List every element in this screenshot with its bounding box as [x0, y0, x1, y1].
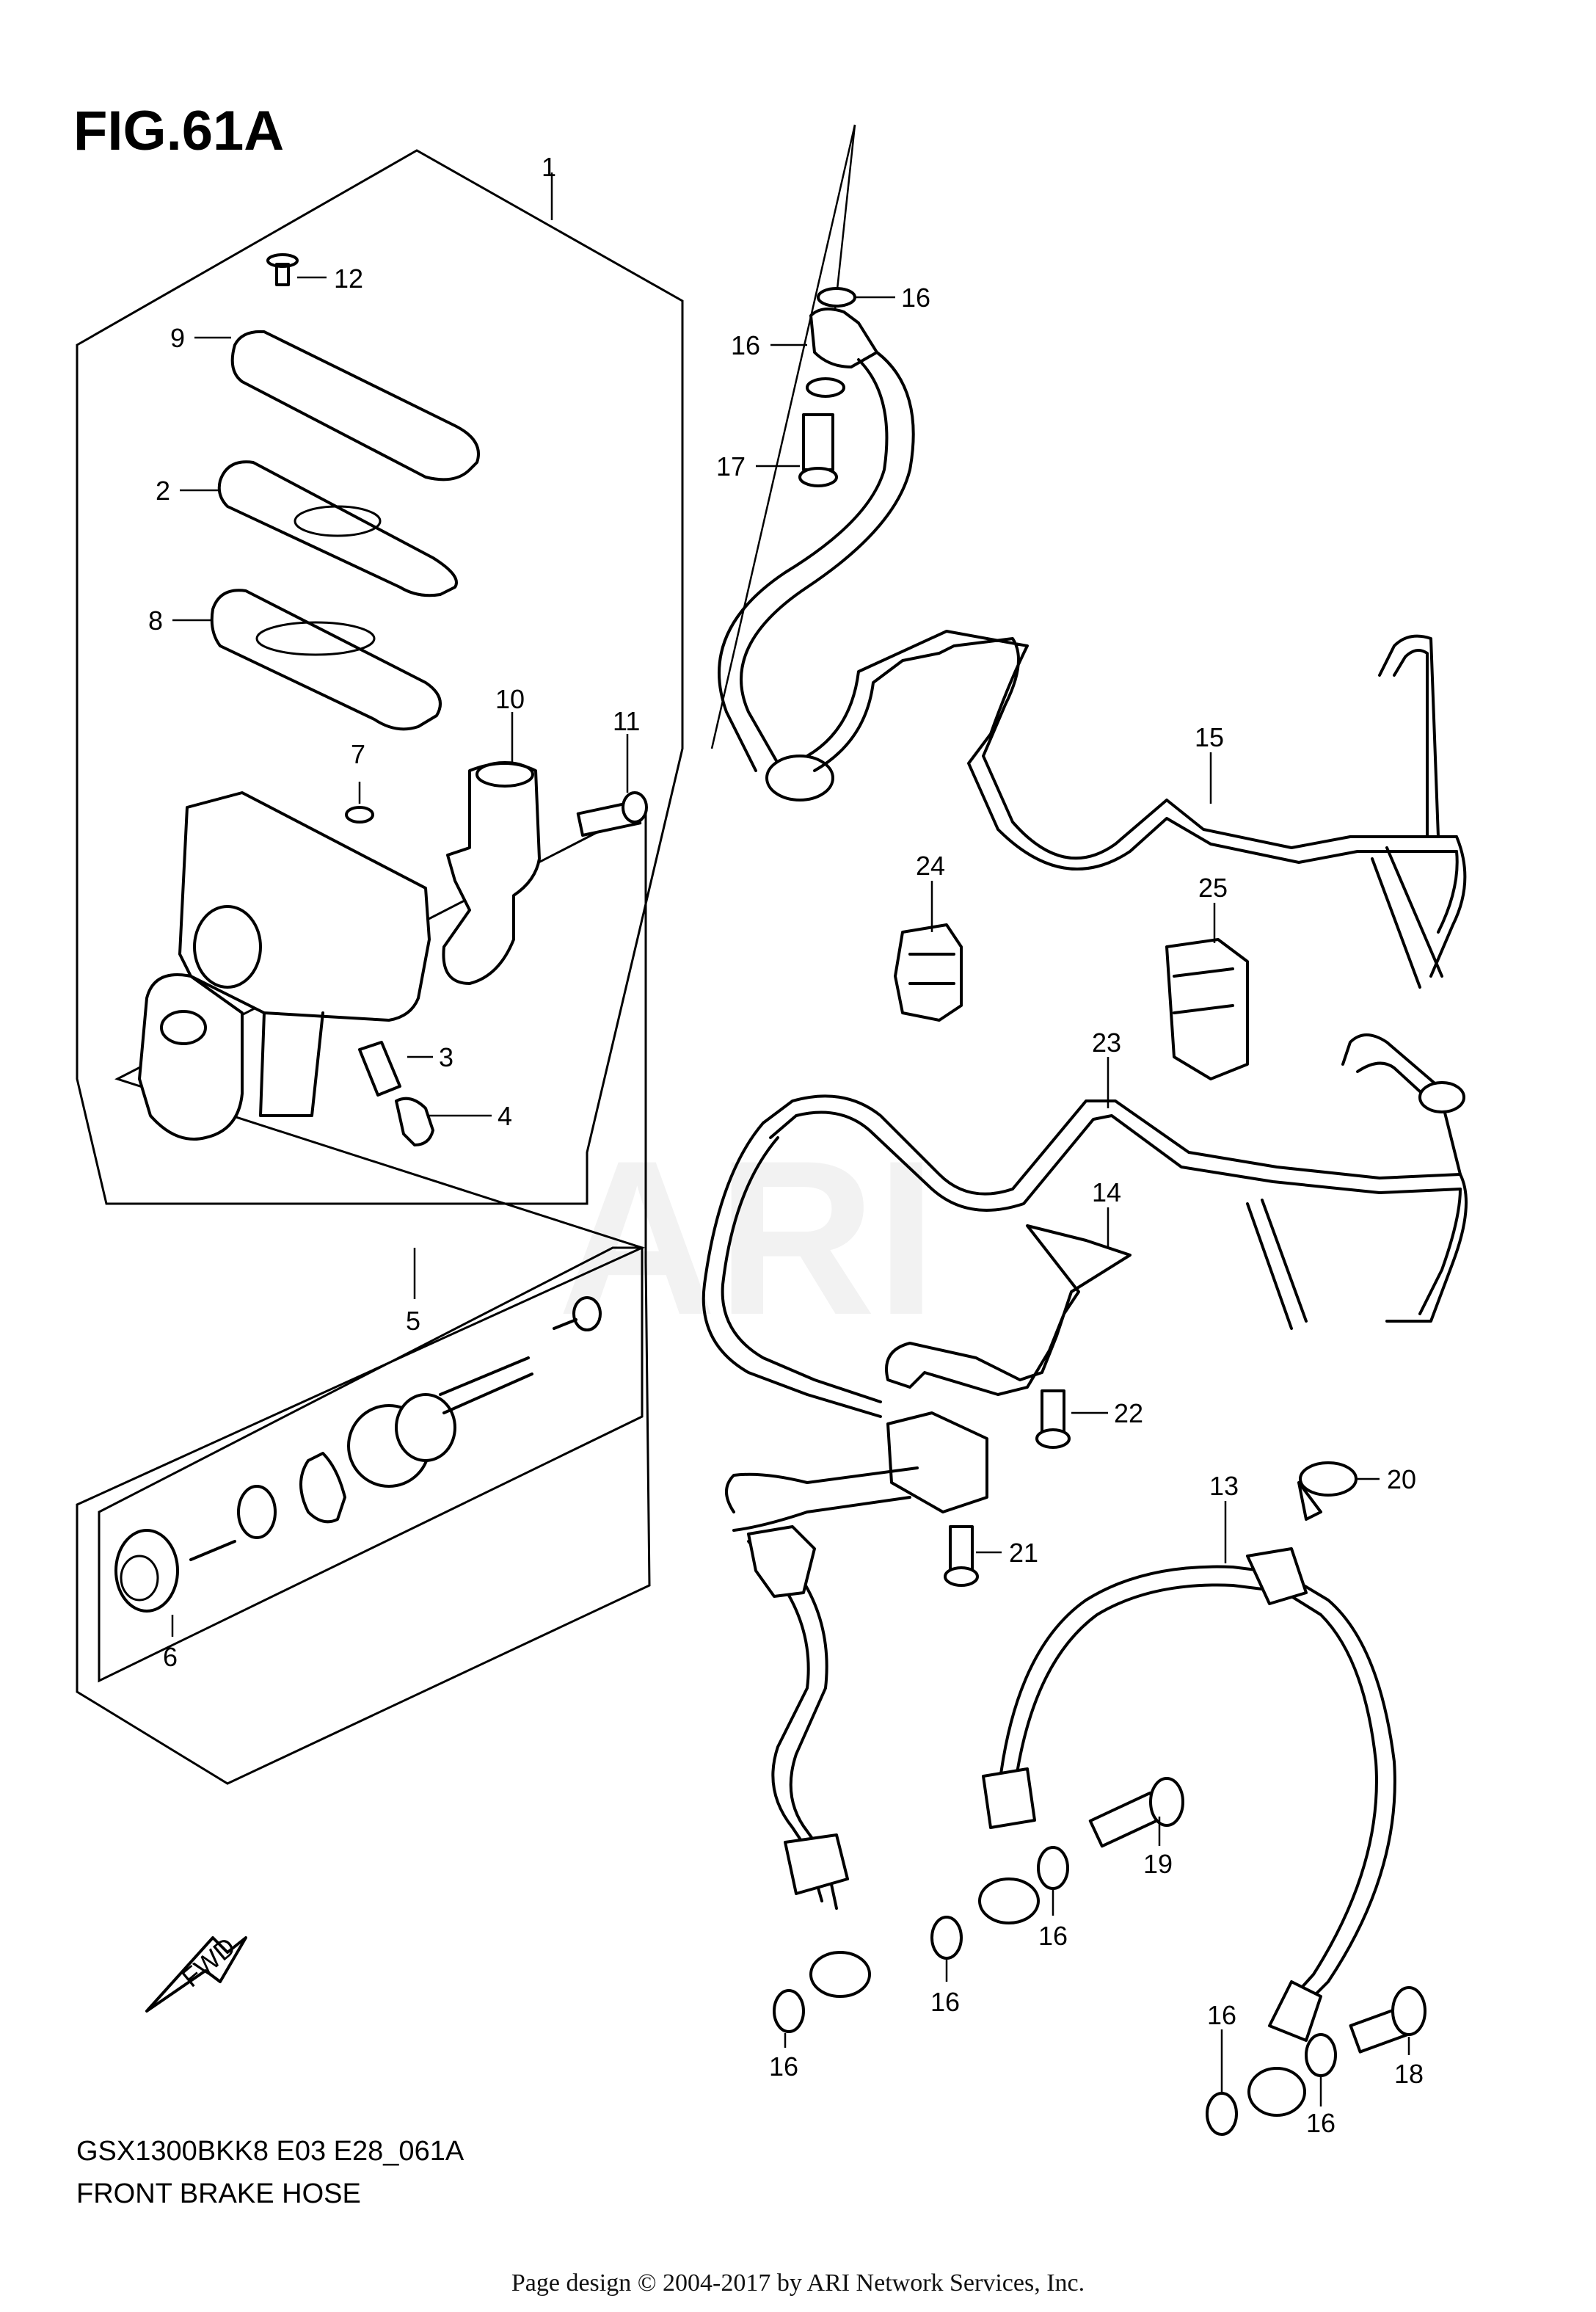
callout-16-b: 16	[731, 330, 760, 360]
master-cylinder-assembly-outline	[76, 149, 684, 1205]
union-bolt-part-18	[1349, 1986, 1426, 2054]
washer-part-16-g	[1305, 2033, 1337, 2077]
figure-title: FIG.61A	[73, 100, 285, 162]
inner-parts-outline	[76, 805, 651, 1785]
callout-24: 24	[916, 851, 945, 881]
union-bolt-part-17	[798, 413, 838, 487]
callout-16-g: 16	[1306, 2108, 1336, 2138]
banjo-fitting-upper-right	[978, 1877, 1040, 1924]
bleeder-cap-part-4	[395, 1097, 434, 1146]
leader-lines	[171, 172, 1410, 2106]
callout-16-c: 16	[1038, 1921, 1068, 1951]
callout-7: 7	[351, 739, 365, 769]
washer-part-16-f	[1206, 2092, 1238, 2136]
callout-16-e: 16	[769, 2051, 798, 2082]
clamp-part-24	[894, 923, 963, 1022]
washer-part-16-b	[806, 377, 845, 398]
washer-part-16-c	[773, 1989, 805, 2033]
callout-3: 3	[439, 1042, 453, 1072]
callout-12: 12	[334, 263, 363, 294]
diagram-description: FRONT BRAKE HOSE	[76, 2178, 361, 2209]
callout-1: 1	[542, 152, 556, 182]
washer-part-16-e	[1037, 1846, 1069, 1890]
callout-14: 14	[1092, 1177, 1121, 1207]
callout-4: 4	[498, 1101, 512, 1131]
float-part-7	[345, 806, 374, 824]
callout-23: 23	[1092, 1028, 1121, 1058]
callout-16-f: 16	[1207, 2000, 1236, 2030]
washer-part-16-d	[930, 1916, 963, 1960]
callout-2: 2	[156, 476, 170, 506]
callout-22: 22	[1114, 1398, 1143, 1428]
watermark: ARI	[558, 1114, 937, 1361]
master-cylinder-mount	[138, 973, 244, 1141]
callout-8: 8	[148, 606, 163, 636]
banjo-fitting-upper	[809, 308, 878, 368]
banjo-fitting-lower-right	[1247, 2067, 1306, 2117]
callout-10: 10	[495, 684, 525, 714]
brake-pipe-part-15	[806, 630, 1458, 870]
union-part-10	[442, 762, 541, 985]
screw-part-12	[266, 253, 299, 286]
brake-hose-upper	[718, 351, 915, 772]
banjo-fitting-lower-left	[809, 1951, 871, 1998]
copyright-notice: Page design © 2004-2017 by ARI Network S…	[511, 2269, 1085, 2297]
bolt-part-22	[1035, 1389, 1071, 1449]
union-bolt-part-19	[1088, 1777, 1184, 1848]
callout-11: 11	[613, 706, 640, 736]
reservoir-cover-part-9	[230, 330, 480, 481]
callout-16-a: 16	[901, 283, 930, 313]
callout-5: 5	[406, 1306, 420, 1336]
diaphragm-part-8	[210, 589, 442, 731]
callout-17: 17	[716, 451, 746, 481]
callout-6: 6	[163, 1642, 178, 1672]
fwd-arrow-icon: FWD	[145, 1931, 247, 2013]
piston-kit-outline	[98, 1246, 644, 1683]
master-cylinder-body	[178, 791, 431, 1022]
callout-18: 18	[1394, 2059, 1424, 2089]
bleeder-screw-part-3	[358, 1041, 401, 1097]
bolt-part-21	[944, 1525, 979, 1587]
joint-block	[886, 1411, 988, 1513]
model-code: GSX1300BKK8 E03 E28_061A	[76, 2136, 464, 2167]
washer-part-16-a	[817, 287, 856, 308]
brake-hose-part-13	[996, 1565, 1264, 1807]
brake-hose-lower-left	[725, 1466, 919, 1532]
clamp-part-25	[1165, 938, 1249, 1080]
diaphragm-plate-part-2	[217, 460, 458, 597]
bolt-part-11	[576, 791, 648, 837]
callout-13: 13	[1209, 1471, 1239, 1501]
callout-labels: 1 12 9 2 8 7 10 11 3 4 5 6 16 16 17 15 2…	[148, 152, 1424, 2138]
callout-21: 21	[1009, 1538, 1038, 1568]
bracket-part-14	[885, 1224, 1132, 1396]
callout-16-d: 16	[930, 1987, 960, 2017]
callout-19: 19	[1143, 1849, 1173, 1879]
callout-9: 9	[170, 323, 185, 353]
piston-kit-part-5	[114, 1296, 602, 1613]
clamp-part-20	[1297, 1461, 1358, 1521]
callout-20: 20	[1387, 1464, 1416, 1494]
callout-15: 15	[1195, 722, 1224, 752]
brake-pipe-part-23	[762, 1094, 1462, 1212]
callout-25: 25	[1198, 873, 1228, 903]
